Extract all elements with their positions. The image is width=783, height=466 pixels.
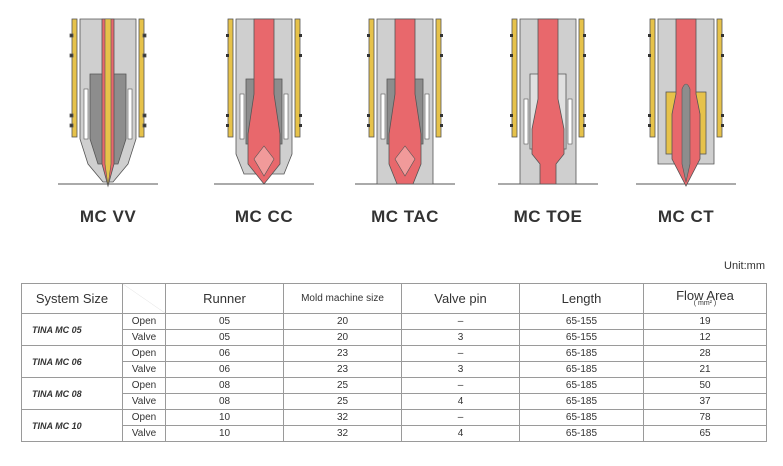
runner-cell: 05 — [165, 313, 284, 330]
length-cell: 65-185 — [519, 345, 644, 362]
flow-area-cell: 37 — [643, 393, 767, 410]
type-cell: Open — [122, 377, 166, 394]
nozzle-gallery: MC VV MC CC MC TAC MC TOE MC CT — [0, 0, 783, 226]
valve-pin-cell: 4 — [401, 393, 520, 410]
system-size-cell: TINA MC 10 — [21, 409, 123, 442]
table-row: Valve 06 23 3 65-185 21 — [22, 361, 767, 378]
valve-pin-cell: – — [401, 409, 520, 426]
mold-cell: 20 — [283, 313, 402, 330]
table-row: Valve 08 25 4 65-185 37 — [22, 393, 767, 410]
system-size-cell: TINA MC 06 — [21, 345, 123, 378]
mold-cell: 25 — [283, 393, 402, 410]
spec-table: System Size Runner Mold machine size Val… — [21, 283, 767, 442]
nozzle-cold-cone-icon — [214, 18, 314, 185]
runner-cell: 10 — [165, 425, 284, 442]
runner-cell: 10 — [165, 409, 284, 426]
nozzle-label-mc-ct: MC CT — [657, 207, 715, 226]
nozzle-label-mc-toe: MC TOE — [513, 207, 583, 226]
flow-area-cell: 28 — [643, 345, 767, 362]
nozzle-tip-icon — [355, 18, 455, 185]
system-size-cell: TINA MC 05 — [21, 313, 123, 346]
flow-area-cell: 78 — [643, 409, 767, 426]
flow-area-cell: 50 — [643, 377, 767, 394]
nozzle-mc-vv — [58, 14, 158, 199]
nozzle-mc-tac — [355, 14, 455, 199]
mold-cell: 25 — [283, 377, 402, 394]
header-mold-machine-size: Mold machine size — [283, 283, 402, 314]
runner-cell: 08 — [165, 377, 284, 394]
flow-area-cell: 19 — [643, 313, 767, 330]
runner-cell: 08 — [165, 393, 284, 410]
length-cell: 65-185 — [519, 393, 644, 410]
nozzle-label-mc-cc: MC CC — [234, 207, 294, 226]
table-row: TINA MC 06 Open 06 23 – 65-185 28 — [21, 345, 767, 378]
flow-area-cell: 65 — [643, 425, 767, 442]
length-cell: 65-185 — [519, 425, 644, 442]
nozzle-valve-gate-icon — [58, 18, 158, 188]
header-runner: Runner — [165, 283, 284, 314]
mold-cell: 32 — [283, 425, 402, 442]
diagonal-line — [123, 284, 165, 313]
header-system-size: System Size — [21, 283, 123, 314]
header-length: Length — [519, 283, 644, 314]
nozzle-open-icon — [498, 18, 598, 185]
nozzle-mc-ct — [636, 14, 736, 199]
table-row: TINA MC 08 Open 08 25 – 65-185 50 — [21, 377, 767, 410]
flow-area-cell: 12 — [643, 329, 767, 346]
mold-cell: 20 — [283, 329, 402, 346]
flow-area-cell: 21 — [643, 361, 767, 378]
length-cell: 65-185 — [519, 409, 644, 426]
valve-pin-cell: – — [401, 313, 520, 330]
nozzle-label-mc-tac: MC TAC — [371, 207, 439, 226]
length-cell: 65-185 — [519, 361, 644, 378]
valve-pin-cell: 4 — [401, 425, 520, 442]
length-cell: 65-185 — [519, 377, 644, 394]
table-row: TINA MC 10 Open 10 32 – 65-185 78 — [21, 409, 767, 442]
unit-label: Unit:mm — [724, 260, 765, 272]
type-cell: Open — [122, 345, 166, 362]
mold-cell: 23 — [283, 361, 402, 378]
type-cell: Valve — [122, 425, 166, 442]
nozzle-mc-toe — [498, 14, 598, 199]
valve-pin-cell: – — [401, 377, 520, 394]
runner-cell: 05 — [165, 329, 284, 346]
table-header-row: System Size Runner Mold machine size Val… — [21, 283, 767, 314]
header-diagonal-cell — [122, 283, 166, 314]
header-flow-area-unit: ( mm² ) — [693, 300, 717, 307]
length-cell: 65-155 — [519, 313, 644, 330]
header-flow-area-label: Flow Area — [676, 288, 734, 303]
nozzle-mc-cc — [214, 14, 314, 199]
nozzle-center-tip-icon — [636, 18, 736, 187]
nozzle-label-mc-vv: MC VV — [79, 207, 137, 226]
header-valve-pin: Valve pin — [401, 283, 520, 314]
valve-pin-cell: 3 — [401, 329, 520, 346]
valve-pin-cell: – — [401, 345, 520, 362]
system-size-cell: TINA MC 08 — [21, 377, 123, 410]
mold-cell: 23 — [283, 345, 402, 362]
type-cell: Open — [122, 313, 166, 330]
length-cell: 65-155 — [519, 329, 644, 346]
type-cell: Valve — [122, 393, 166, 410]
mold-cell: 32 — [283, 409, 402, 426]
table-row: Valve 10 32 4 65-185 65 — [22, 425, 767, 442]
valve-pin-cell: 3 — [401, 361, 520, 378]
runner-cell: 06 — [165, 361, 284, 378]
table-row: TINA MC 05 Open 05 20 – 65-155 19 — [21, 313, 767, 346]
table-row: Valve 05 20 3 65-155 12 — [22, 329, 767, 346]
type-cell: Valve — [122, 361, 166, 378]
type-cell: Valve — [122, 329, 166, 346]
header-flow-area: Flow Area ( mm² ) — [643, 283, 767, 314]
type-cell: Open — [122, 409, 166, 426]
runner-cell: 06 — [165, 345, 284, 362]
